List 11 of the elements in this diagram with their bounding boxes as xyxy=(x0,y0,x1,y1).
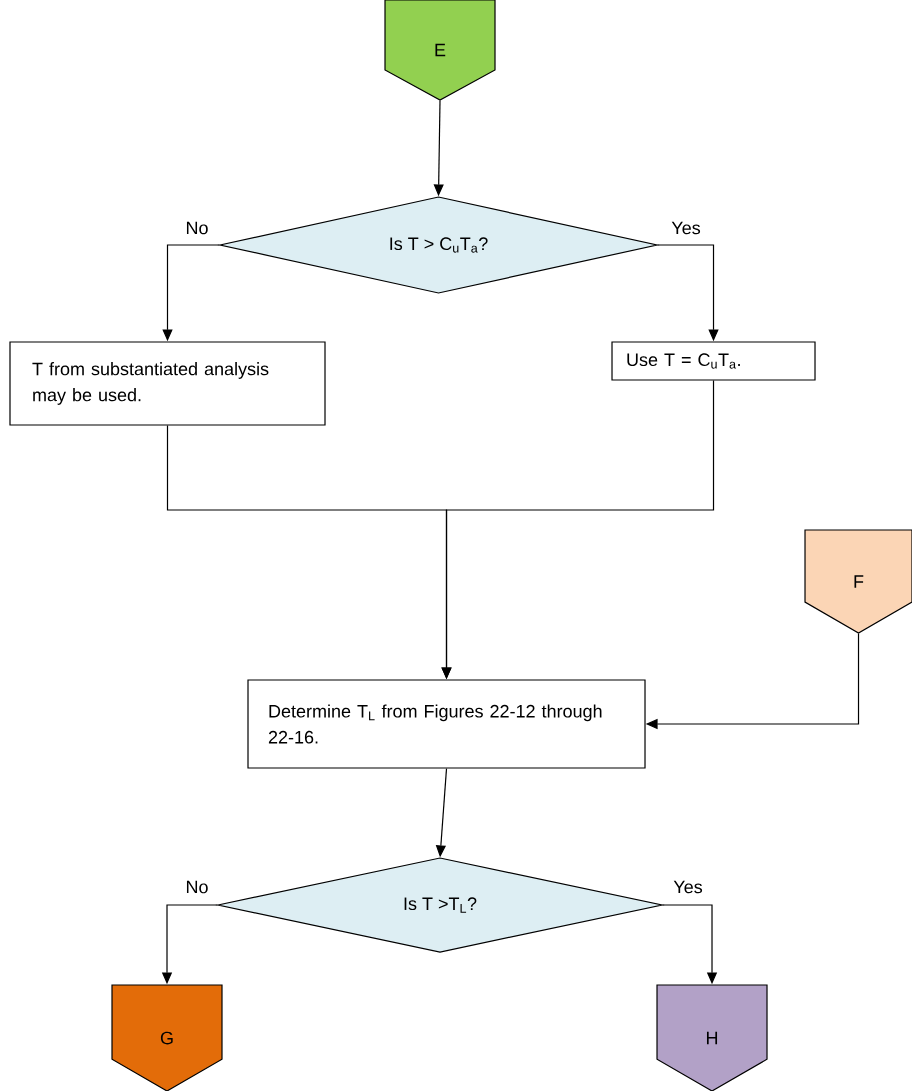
off-page-connector: E xyxy=(384,0,496,101)
off-page-connector: H xyxy=(656,984,768,1091)
off-page-connector: F xyxy=(804,529,912,634)
process-box: Determine T$_{L}$ from Figures 22-12 through 22-16. xyxy=(247,679,646,769)
edge-label: No xyxy=(186,221,208,235)
off-page-connector: G xyxy=(111,984,223,1091)
edge-label: Yes xyxy=(673,880,703,894)
edge-label: Yes xyxy=(671,221,701,235)
edge-label: No xyxy=(186,880,208,894)
process-box: Use T = C$_{u}$T$_{a}$. xyxy=(611,341,816,381)
process-box: T from substantiated analysis may be used. xyxy=(9,341,326,426)
